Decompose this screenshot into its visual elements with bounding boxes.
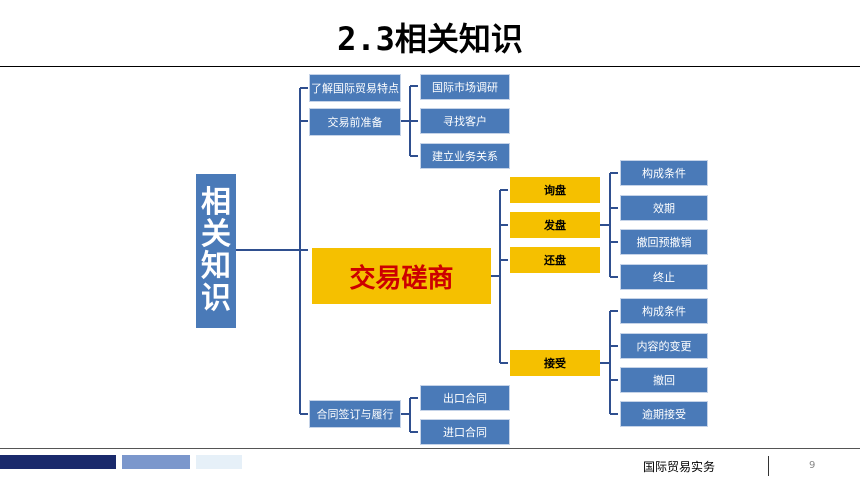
footer-course-name: 国际贸易实务 bbox=[643, 460, 716, 474]
contract-import: 进口合同 bbox=[420, 419, 510, 445]
root-char-2: 关 bbox=[201, 217, 231, 252]
accept-withdraw: 撤回 bbox=[620, 367, 708, 393]
offer-conditions: 构成条件 bbox=[620, 160, 708, 186]
step-counter-offer: 还盘 bbox=[510, 247, 600, 273]
footer-bar-mid bbox=[122, 455, 190, 469]
branch-contract: 合同签订与履行 bbox=[309, 400, 401, 428]
step-acceptance: 接受 bbox=[510, 350, 600, 376]
prep-find-customers: 寻找客户 bbox=[420, 108, 510, 134]
offer-validity: 效期 bbox=[620, 195, 708, 221]
page-number: 9 bbox=[809, 460, 816, 471]
footer-bar-light bbox=[196, 455, 242, 469]
step-inquiry: 询盘 bbox=[510, 177, 600, 203]
prep-build-relations: 建立业务关系 bbox=[420, 143, 510, 169]
accept-conditions: 构成条件 bbox=[620, 298, 708, 324]
title-divider bbox=[0, 66, 860, 67]
branch-preparation: 交易前准备 bbox=[309, 108, 401, 136]
offer-withdraw-revoke: 撤回预撤销 bbox=[620, 229, 708, 255]
center-node-negotiation: 交易磋商 bbox=[312, 248, 491, 304]
prep-market-research: 国际市场调研 bbox=[420, 74, 510, 100]
step-offer: 发盘 bbox=[510, 212, 600, 238]
root-char-4: 识 bbox=[201, 281, 231, 316]
offer-termination: 终止 bbox=[620, 264, 708, 290]
root-char-1: 相 bbox=[201, 185, 231, 220]
footer-divider bbox=[0, 448, 860, 449]
branch-trade-features: 了解国际贸易特点 bbox=[309, 74, 401, 102]
footer-separator bbox=[768, 456, 769, 476]
footer-bar-dark bbox=[0, 455, 116, 469]
slide-title: 2.3相关知识 bbox=[337, 20, 523, 58]
contract-export: 出口合同 bbox=[420, 385, 510, 411]
accept-content-change: 内容的变更 bbox=[620, 333, 708, 359]
accept-late: 逾期接受 bbox=[620, 401, 708, 427]
root-char-3: 知 bbox=[201, 249, 231, 284]
root-node: 相 关 知 识 bbox=[196, 174, 236, 328]
